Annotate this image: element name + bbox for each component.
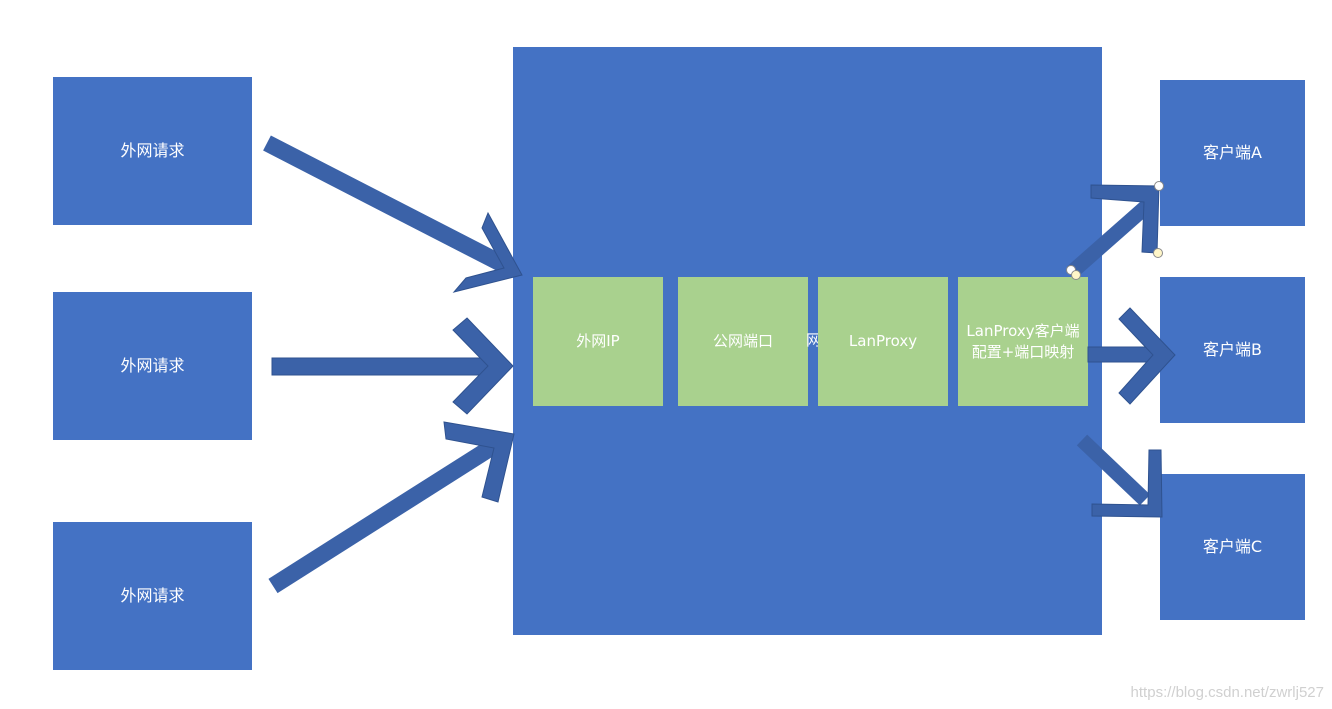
client-label: 客户端C [1202, 537, 1263, 557]
arrow-client-b [1087, 307, 1176, 405]
stray-text-fragment: 网 [806, 331, 822, 349]
public-port-component: 公网端口 [678, 277, 808, 406]
arrow-request-2 [271, 317, 514, 415]
lanproxy-client-config-component: LanProxy客户端配置+端口映射 [958, 277, 1088, 406]
arrow-client-c [1076, 434, 1163, 518]
external-ip-component: 外网IP [533, 277, 663, 406]
external-request-node-2: 外网请求 [53, 292, 252, 440]
arrow-client-a [1067, 184, 1160, 278]
external-request-label: 外网请求 [120, 586, 185, 606]
watermark: https://blog.csdn.net/zwrlj527 [1130, 684, 1324, 701]
lanproxy-component: LanProxy [818, 277, 948, 406]
arrow-request-1 [263, 135, 523, 293]
external-request-label: 外网请求 [120, 141, 185, 161]
component-label: 公网端口 [712, 332, 773, 351]
external-request-label: 外网请求 [120, 356, 185, 376]
component-label: LanProxy客户端配置+端口映射 [966, 322, 1080, 361]
client-a-node: 客户端A [1160, 80, 1305, 226]
selection-handles [1066, 181, 1164, 280]
client-c-node: 客户端C [1160, 474, 1305, 620]
external-request-node-3: 外网请求 [53, 522, 252, 670]
component-label: LanProxy [848, 332, 918, 351]
external-request-node-1: 外网请求 [53, 77, 252, 225]
client-b-node: 客户端B [1160, 277, 1305, 423]
component-label: 外网IP [576, 332, 620, 351]
arrow-request-3 [268, 421, 515, 594]
client-label: 客户端A [1203, 143, 1262, 163]
client-label: 客户端B [1203, 340, 1262, 360]
